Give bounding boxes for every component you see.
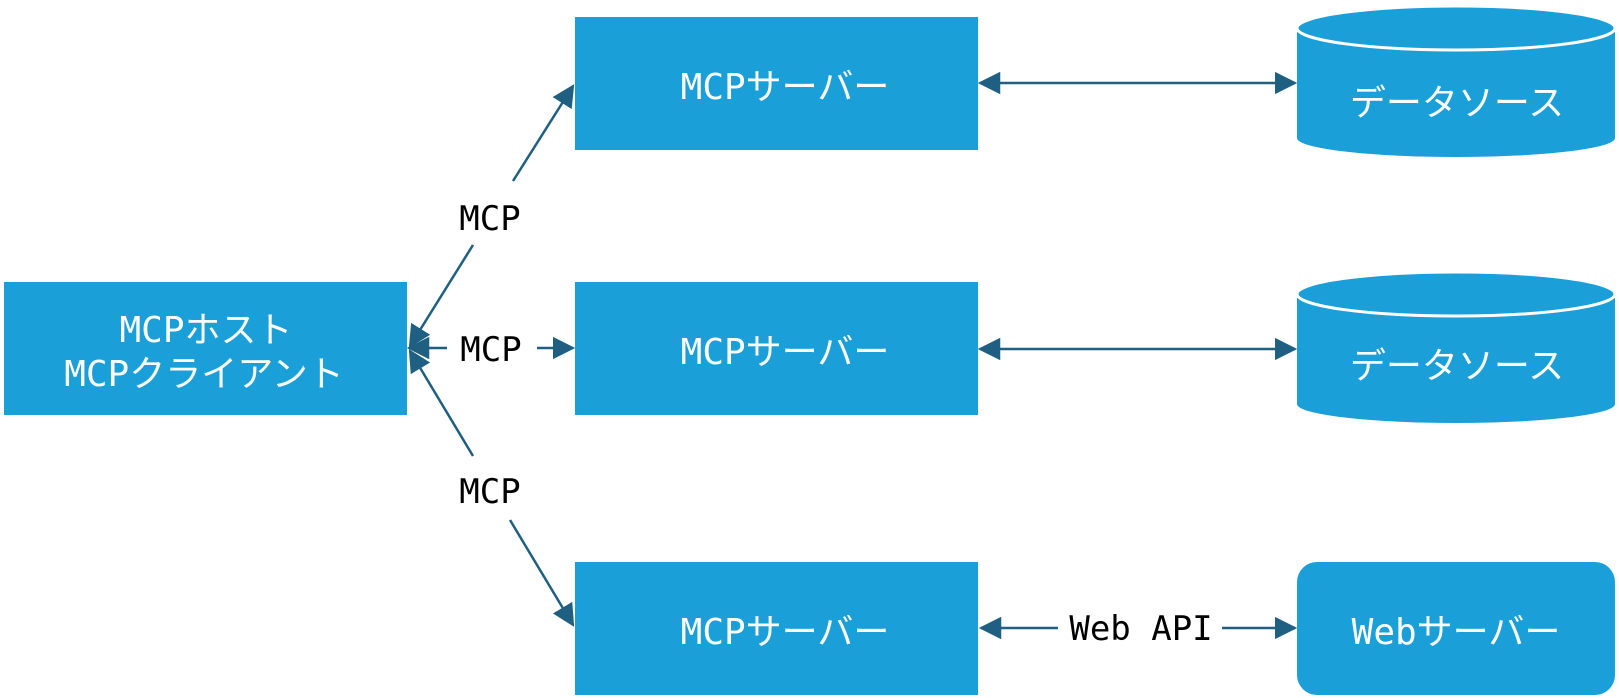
mcp-server-box-bottom: MCPサーバー xyxy=(575,562,978,695)
datasource-cylinder-middle: データソース xyxy=(1295,270,1617,423)
mcp-host-label: MCPホスト xyxy=(119,310,292,351)
mcp-server-label: MCPサーバー xyxy=(681,332,890,373)
edge-label-web-api: Web API xyxy=(1069,609,1212,649)
mcp-host-box: MCPホスト MCPクライアント xyxy=(4,282,407,415)
web-server-label: Webサーバー xyxy=(1352,612,1561,653)
mcp-server-label: MCPサーバー xyxy=(681,612,890,653)
datasource-label: データソース xyxy=(1350,83,1564,124)
edge-host-server-bottom xyxy=(408,349,575,627)
mcp-server-box-middle: MCPサーバー xyxy=(575,282,978,415)
edge-label-mcp-bottom: MCP xyxy=(459,472,520,512)
edge-label-mcp-top: MCP xyxy=(459,199,520,239)
web-server-box: Webサーバー xyxy=(1297,562,1615,695)
edge-label-mcp-middle: MCP xyxy=(460,330,521,370)
mcp-server-label: MCPサーバー xyxy=(681,67,890,108)
datasource-label: データソース xyxy=(1350,346,1564,387)
datasource-cylinder-top: データソース xyxy=(1295,4,1617,157)
mcp-client-label: MCPクライアント xyxy=(64,354,344,395)
edge-host-server-top xyxy=(408,84,575,348)
mcp-server-box-top: MCPサーバー xyxy=(575,17,978,150)
